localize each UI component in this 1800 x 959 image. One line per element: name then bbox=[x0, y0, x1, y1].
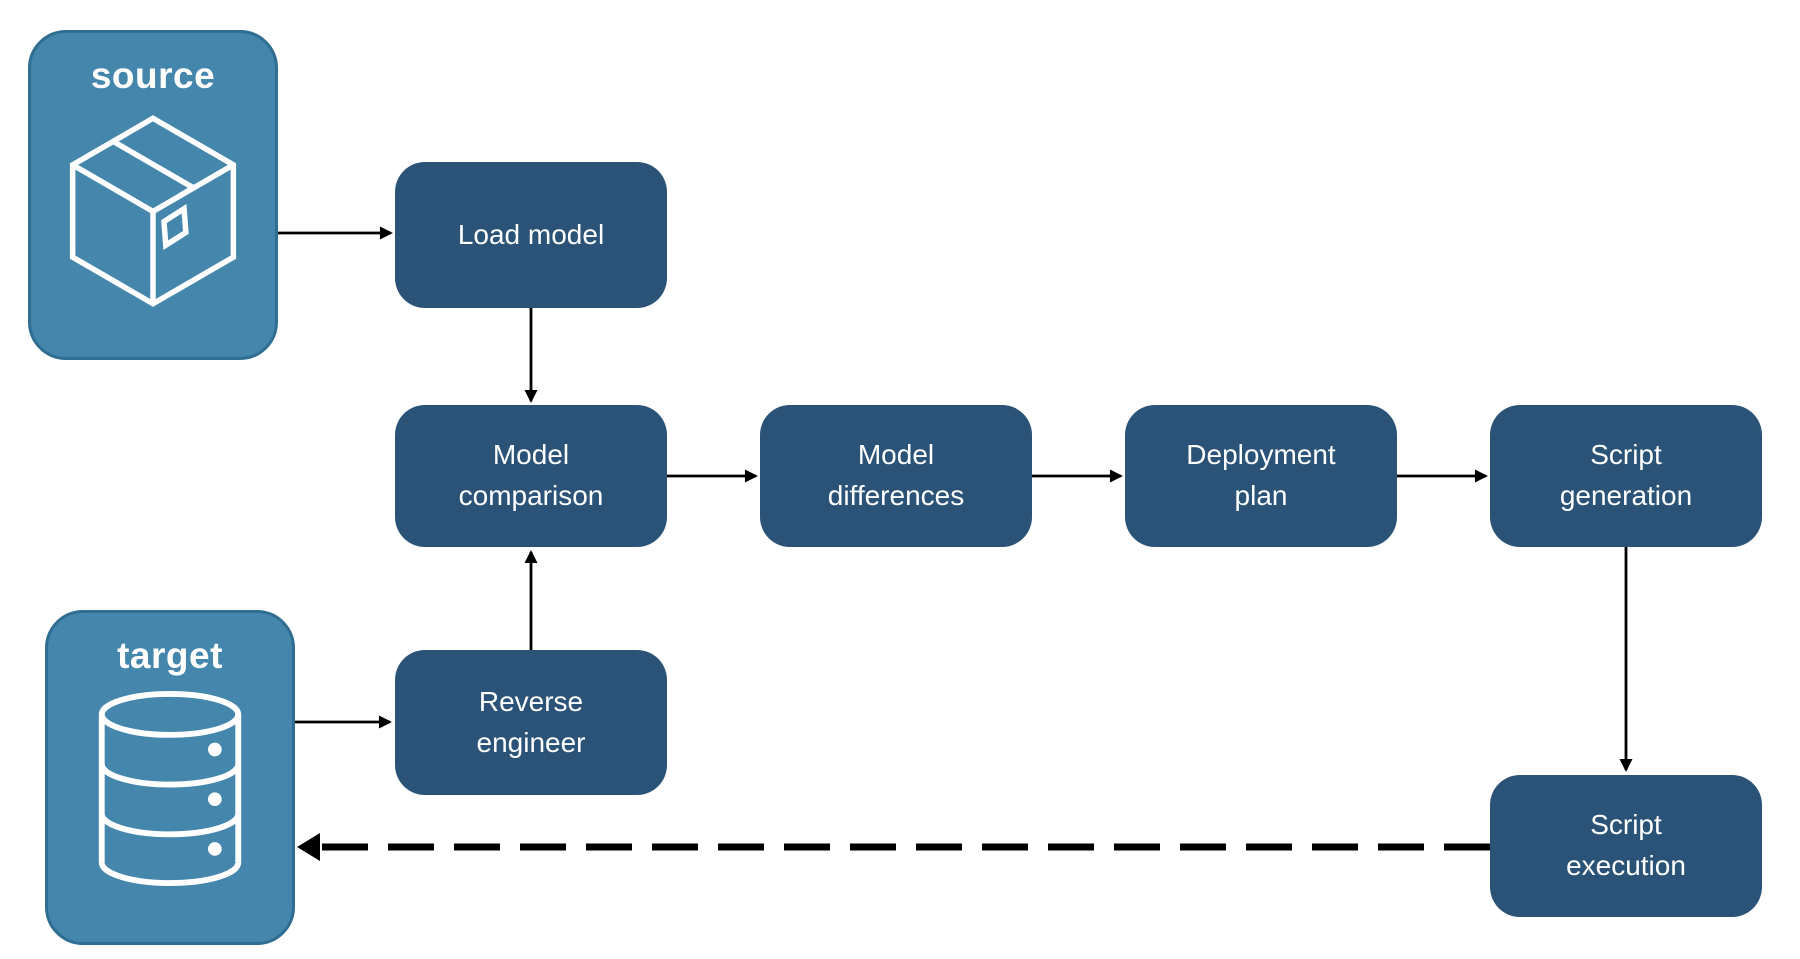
package-icon bbox=[63, 111, 243, 316]
node-reverse-engineer-label: Reverse engineer bbox=[476, 685, 586, 758]
node-script-generation-label: Script generation bbox=[1559, 439, 1693, 511]
node-load-model: Load model bbox=[395, 162, 667, 308]
node-reverse-engineer: Reverse engineer bbox=[395, 650, 667, 795]
node-model-differences: Model differences bbox=[760, 405, 1032, 547]
entity-source-label: source bbox=[90, 55, 216, 96]
node-script-generation: Script generation bbox=[1490, 405, 1762, 547]
node-model-comparison-label: Model comparison bbox=[458, 439, 604, 511]
node-script-execution-label: Script execution bbox=[1566, 809, 1686, 881]
entity-target-label: target bbox=[117, 635, 223, 676]
node-load-model-label: Load model bbox=[457, 218, 605, 250]
edge-script-execution-to-target-arrowhead bbox=[297, 833, 320, 861]
entity-target: target bbox=[45, 610, 295, 945]
node-deployment-plan: Deployment plan bbox=[1125, 405, 1397, 547]
database-icon bbox=[92, 691, 248, 891]
entity-source: source bbox=[28, 30, 278, 360]
node-deployment-plan-label: Deployment plan bbox=[1186, 439, 1336, 511]
node-model-differences-label: Model differences bbox=[827, 439, 965, 511]
node-script-execution: Script execution bbox=[1490, 775, 1762, 917]
node-model-comparison: Model comparison bbox=[395, 405, 667, 547]
